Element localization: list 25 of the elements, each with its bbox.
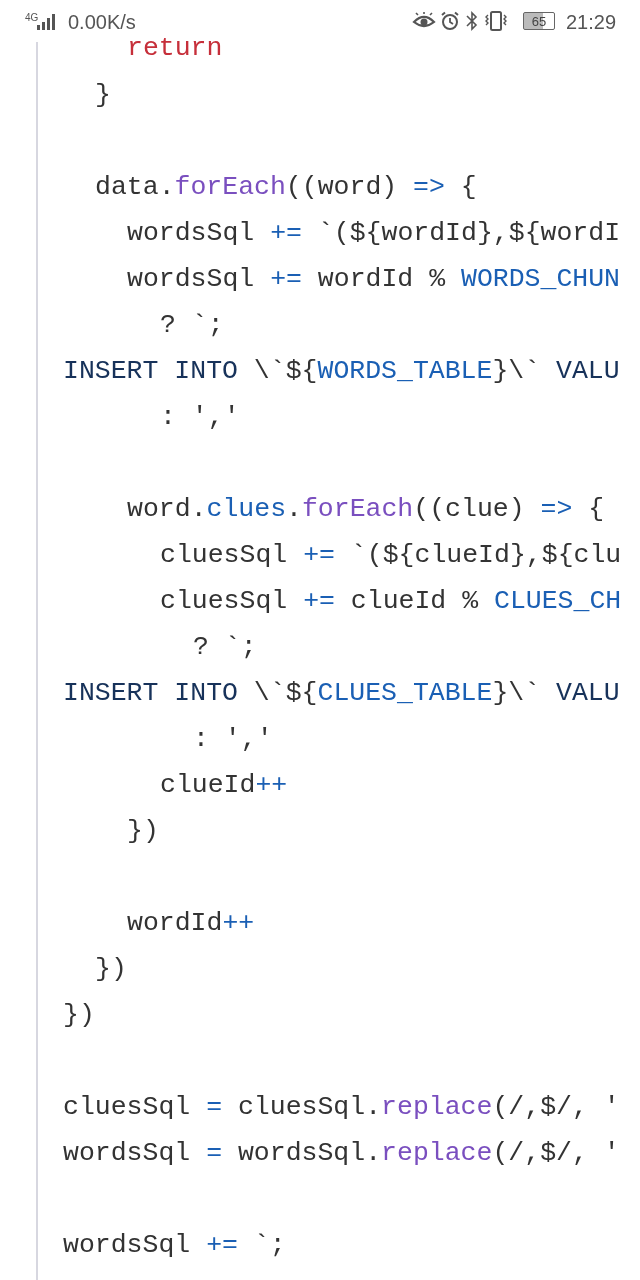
code-line: wordId++ <box>127 907 255 939</box>
code-line: : ',' <box>160 401 240 433</box>
network-type: 4G <box>25 13 39 23</box>
code-line: wordsSql += `(${wordId},${wordI <box>127 217 621 249</box>
code-line: ? `; <box>160 309 224 341</box>
code-line: cluesSql = cluesSql.replace(/,$/, ' <box>63 1091 620 1123</box>
code-line: }) <box>127 815 159 847</box>
network-speed: 0.00K/s <box>68 12 136 32</box>
code-line: return <box>127 32 223 64</box>
code-line: INSERT INTO \`${WORDS_TABLE}\` VALU <box>63 355 620 387</box>
code-line: cluesSql += clueId % CLUES_CH <box>160 585 622 617</box>
clock-time: 21:29 <box>566 12 617 32</box>
code-line: wordsSql += `; <box>63 1229 286 1261</box>
code-line: }) <box>63 999 95 1031</box>
code-line: cluesSql += `(${clueId},${clu <box>160 539 622 571</box>
code-line: word.clues.forEach((clue) => { <box>127 493 605 525</box>
code-line: }) <box>95 953 127 985</box>
code-line: } <box>95 79 111 111</box>
code-line: wordsSql += wordId % WORDS_CHUN <box>127 263 621 295</box>
code-line: wordsSql = wordsSql.replace(/,$/, ' <box>63 1137 620 1169</box>
code-line: INSERT INTO \`${CLUES_TABLE}\` VALU <box>63 677 620 709</box>
code-line: data.forEach((word) => { <box>95 171 477 203</box>
code-line: clueId++ <box>160 769 288 801</box>
code-line: ? `; <box>193 631 257 663</box>
code-line: : ',' <box>193 723 273 755</box>
